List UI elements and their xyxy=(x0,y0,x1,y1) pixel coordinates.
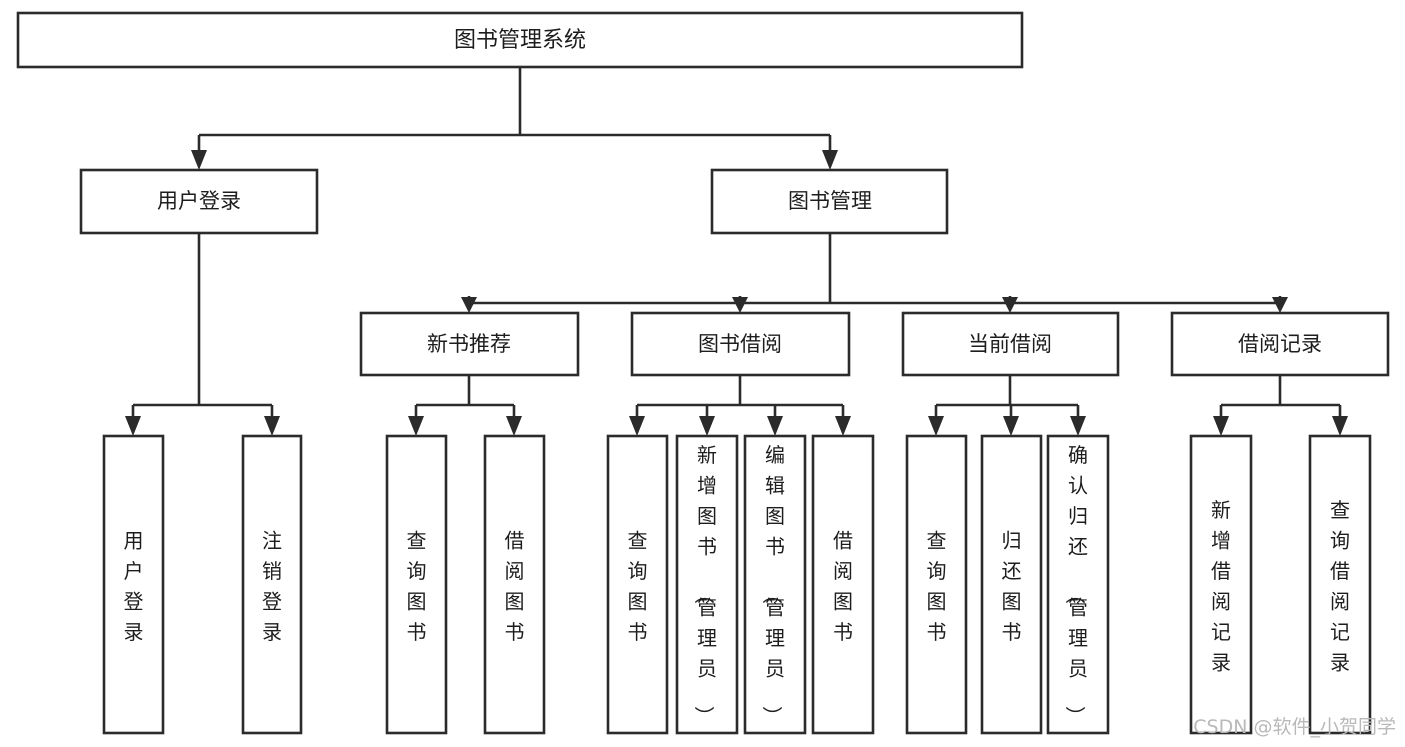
leaf-node[interactable]: 注销登录 xyxy=(241,434,303,735)
arrow-head-user-login xyxy=(191,150,207,170)
leaf-node[interactable]: 查询图书 xyxy=(385,434,448,735)
arrow-head-nbr-leaf-2 xyxy=(506,416,522,436)
node-user-login[interactable]: 用户登录 xyxy=(79,168,319,235)
leaf-node[interactable]: 确认归还（管理员） xyxy=(1046,434,1110,735)
leaf-node-box[interactable] xyxy=(102,434,165,735)
node-book-borrow-box[interactable] xyxy=(630,311,851,377)
csdn-watermark: CSDN @软件_小贺同学 xyxy=(1193,716,1396,738)
arrow-head-book-borrow xyxy=(732,297,748,313)
connector-layer xyxy=(125,67,1348,436)
leaf-node-label: 用户登录 xyxy=(124,529,144,645)
leaf-node-box[interactable] xyxy=(980,434,1043,735)
arrow-head-cb-leaf-2 xyxy=(1003,416,1019,436)
arrow-head-bb-leaf-2 xyxy=(699,416,715,436)
leaf-node-label: 查询图书 xyxy=(407,529,427,645)
leaf-node-group: 用户登录 注销登录 查询图书 借阅图书 查询图书 新增图书（管理员） 编辑图书（管理员） 借阅… xyxy=(102,434,1372,735)
leaf-node[interactable]: 查询图书 xyxy=(905,434,968,735)
leaf-node-box[interactable] xyxy=(905,434,968,735)
node-current-borrow-box[interactable] xyxy=(901,311,1120,377)
leaf-node-label: 借阅图书 xyxy=(833,529,853,645)
node-current-borrow[interactable]: 当前借阅 xyxy=(901,311,1120,377)
leaf-node-label: 编辑图书（管理员） xyxy=(760,443,785,726)
leaf-node-label: 查询图书 xyxy=(628,529,648,645)
leaf-node-box[interactable] xyxy=(1046,434,1110,735)
leaf-node-label: 注销登录 xyxy=(262,529,282,645)
leaf-node-label: 借阅图书 xyxy=(505,529,525,645)
arrow-head-br-leaf-2 xyxy=(1332,416,1348,436)
leaf-node[interactable]: 编辑图书（管理员） xyxy=(743,434,807,735)
leaf-node-box[interactable] xyxy=(241,434,303,735)
leaf-node-label: 查询借阅记录 xyxy=(1330,498,1350,675)
leaf-node-box[interactable] xyxy=(743,434,807,735)
arrow-head-cb-leaf-1 xyxy=(928,416,944,436)
node-layer: 图书管理系统 用户登录 图书管理 新书推荐 图书借阅 当前借阅 借阅记录 xyxy=(16,11,1390,735)
node-new-book-recommend-label: 新书推荐 xyxy=(427,332,511,356)
node-root-label: 图书管理系统 xyxy=(454,28,586,53)
leaf-node[interactable]: 新增借阅记录 xyxy=(1189,434,1253,735)
leaf-node[interactable]: 新增图书（管理员） xyxy=(675,434,739,735)
leaf-node-label: 新增图书（管理员） xyxy=(692,443,717,726)
node-borrow-record[interactable]: 借阅记录 xyxy=(1170,311,1390,377)
node-root[interactable]: 图书管理系统 xyxy=(16,11,1024,69)
leaf-node-box[interactable] xyxy=(1308,434,1372,735)
node-new-book-recommend[interactable]: 新书推荐 xyxy=(359,311,580,377)
leaf-node-box[interactable] xyxy=(385,434,448,735)
arrow-head-new-book-rec xyxy=(461,297,477,313)
node-borrow-record-box[interactable] xyxy=(1170,311,1390,377)
leaf-node[interactable]: 查询图书 xyxy=(606,434,669,735)
leaf-node-label: 确认归还（管理员） xyxy=(1063,443,1088,726)
arrow-head-borrow-record xyxy=(1272,297,1288,313)
node-book-borrow-label: 图书借阅 xyxy=(698,332,782,356)
node-book-management-label: 图书管理 xyxy=(788,189,872,213)
leaf-node[interactable]: 归还图书 xyxy=(980,434,1043,735)
leaf-node-label: 新增借阅记录 xyxy=(1211,498,1231,675)
arrow-head-leaf-user-login xyxy=(125,416,141,436)
node-user-login-box[interactable] xyxy=(79,168,319,235)
node-root-box[interactable] xyxy=(16,11,1024,69)
node-current-borrow-label: 当前借阅 xyxy=(968,332,1052,356)
node-book-management-box[interactable] xyxy=(710,168,949,235)
leaf-node-box[interactable] xyxy=(1189,434,1253,735)
leaf-node-box[interactable] xyxy=(606,434,669,735)
leaf-node[interactable]: 借阅图书 xyxy=(811,434,875,735)
arrow-head-br-leaf-1 xyxy=(1213,416,1229,436)
leaf-node[interactable]: 查询借阅记录 xyxy=(1308,434,1372,735)
leaf-node-box[interactable] xyxy=(675,434,739,735)
arrow-head-bb-leaf-4 xyxy=(835,416,851,436)
arrow-head-book-mgmt xyxy=(822,150,838,170)
arrow-head-cb-leaf-3 xyxy=(1070,416,1086,436)
arrow-head-leaf-logout xyxy=(264,416,280,436)
leaf-node[interactable]: 用户登录 xyxy=(102,434,165,735)
node-user-login-label: 用户登录 xyxy=(157,189,241,213)
node-borrow-record-label: 借阅记录 xyxy=(1238,332,1322,356)
arrow-head-bb-leaf-3 xyxy=(767,416,783,436)
arrow-head-nbr-leaf-1 xyxy=(408,416,424,436)
leaf-node-label: 查询图书 xyxy=(927,529,947,645)
arrow-head-current-borrow xyxy=(1002,297,1018,313)
leaf-node-label: 归还图书 xyxy=(1002,529,1022,645)
arrow-head-bb-leaf-1 xyxy=(629,416,645,436)
leaf-node-box[interactable] xyxy=(811,434,875,735)
node-new-book-recommend-box[interactable] xyxy=(359,311,580,377)
node-book-management[interactable]: 图书管理 xyxy=(710,168,949,235)
leaf-node-box[interactable] xyxy=(483,434,546,735)
node-book-borrow[interactable]: 图书借阅 xyxy=(630,311,851,377)
leaf-node[interactable]: 借阅图书 xyxy=(483,434,546,735)
